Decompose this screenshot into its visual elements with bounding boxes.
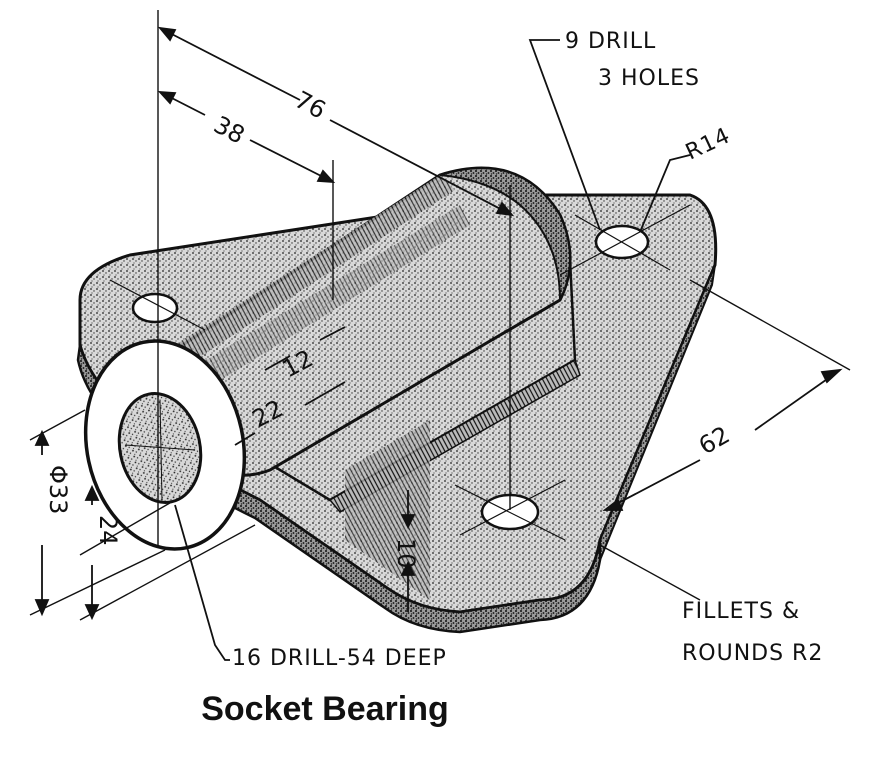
dimension-lines bbox=[34, 26, 843, 621]
note-fillets-line2: ROUNDS R2 bbox=[682, 641, 823, 666]
dim-center-offset: 38 bbox=[209, 111, 249, 150]
note-fillets-line1: FILLETS & bbox=[682, 599, 800, 624]
leader-lines bbox=[174, 39, 691, 661]
note-drill-size: 9 DRILL bbox=[565, 29, 656, 54]
dim-base-thickness: 10 bbox=[392, 538, 420, 569]
dim-bore-height: 24 bbox=[94, 515, 122, 546]
note-radius: R14 bbox=[682, 123, 735, 165]
note-bore-drill: 16 DRILL-54 DEEP bbox=[232, 646, 447, 671]
dim-bore-diameter: Φ33 bbox=[44, 465, 72, 514]
drawing-title: Socket Bearing bbox=[201, 690, 449, 728]
extension-lines bbox=[29, 10, 851, 621]
dim-flange-width: 62 bbox=[694, 421, 734, 461]
note-drill-count: 3 HOLES bbox=[598, 66, 700, 91]
dim-overall-length: 76 bbox=[290, 86, 330, 125]
drill-holes bbox=[109, 204, 691, 541]
